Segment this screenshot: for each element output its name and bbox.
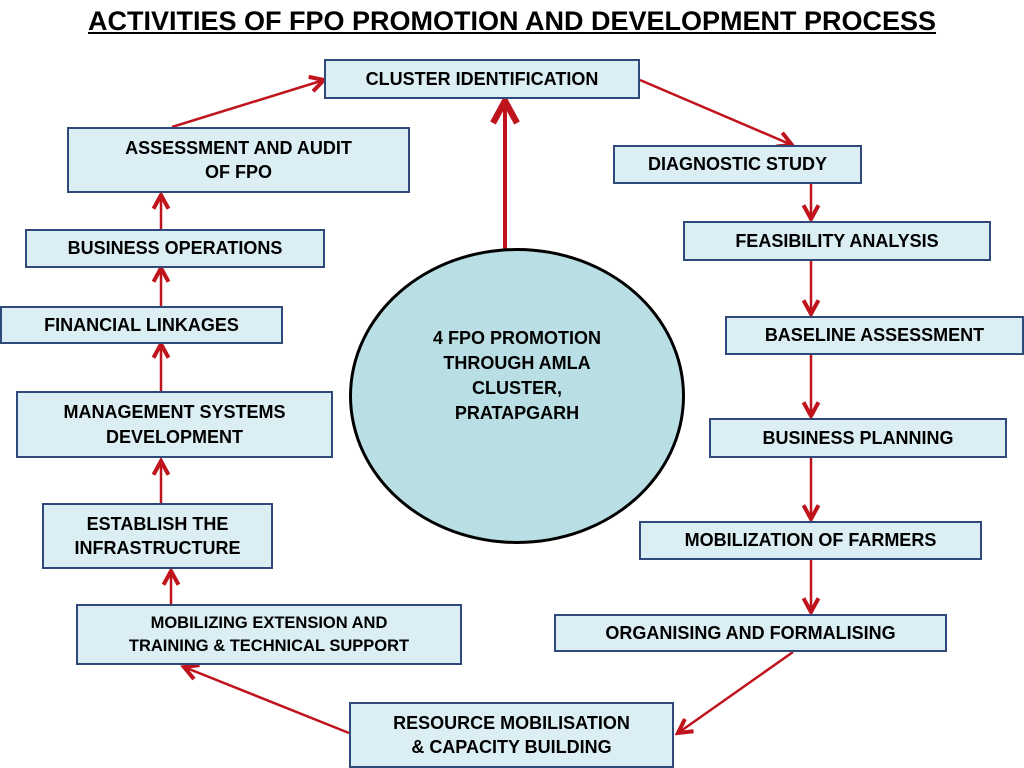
cluster-identification-label: CLUSTER IDENTIFICATION — [365, 68, 599, 89]
box-resource-mobilisation: RESOURCE MOBILISATION & CAPACITY BUILDIN… — [349, 702, 674, 768]
mobilizing-extension-label: MOBILIZING EXTENSION AND TRAINING & TECH… — [128, 614, 410, 655]
assessment-audit-label: ASSESSMENT AND AUDIT OF FPO — [125, 137, 352, 182]
box-organising-and-formalising: ORGANISING AND FORMALISING — [554, 614, 947, 652]
box-business-planning: BUSINESS PLANNING — [709, 418, 1007, 458]
arrow-cluster-to-diagnostic — [639, 78, 792, 145]
arrow-organising-to-resource — [678, 650, 794, 733]
establish-infrastructure-label: ESTABLISH THE INFRASTRUCTURE — [74, 513, 241, 558]
box-feasibility-analysis: FEASIBILITY ANALYSIS — [683, 221, 991, 261]
center-label: 4 FPO PROMOTION THROUGH AMLA CLUSTER, PR… — [432, 327, 601, 424]
diagnostic-study-label: DIAGNOSTIC STUDY — [647, 154, 827, 175]
organising-and-formalising-label: ORGANISING AND FORMALISING — [605, 622, 896, 643]
business-operations-label: BUSINESS OPERATIONS — [67, 238, 283, 259]
box-cluster-identification: CLUSTER IDENTIFICATION — [324, 59, 640, 99]
business-planning-label: BUSINESS PLANNING — [762, 427, 954, 448]
baseline-assessment-label: BASELINE ASSESSMENT — [764, 325, 985, 346]
box-mobilizing-extension: MOBILIZING EXTENSION AND TRAINING & TECH… — [76, 604, 462, 665]
box-management-systems: MANAGEMENT SYSTEMS DEVELOPMENT — [16, 391, 333, 458]
center-circle: 4 FPO PROMOTION THROUGH AMLA CLUSTER, PR… — [349, 248, 685, 544]
box-financial-linkages: FINANCIAL LINKAGES — [0, 306, 283, 344]
arrow-resource-to-extension — [184, 667, 350, 735]
page-title: ACTIVITIES OF FPO PROMOTION AND DEVELOPM… — [87, 6, 937, 36]
financial-linkages-label: FINANCIAL LINKAGES — [44, 314, 239, 335]
box-diagnostic-study: DIAGNOSTIC STUDY — [613, 145, 862, 184]
management-systems-label: MANAGEMENT SYSTEMS DEVELOPMENT — [63, 402, 286, 447]
arrow-assessment-to-cluster — [171, 80, 324, 129]
box-establish-infrastructure: ESTABLISH THE INFRASTRUCTURE — [42, 503, 273, 569]
mobilization-of-farmers-label: MOBILIZATION OF FARMERS — [684, 530, 937, 551]
box-baseline-assessment: BASELINE ASSESSMENT — [725, 316, 1024, 355]
feasibility-analysis-label: FEASIBILITY ANALYSIS — [735, 230, 939, 251]
box-business-operations: BUSINESS OPERATIONS — [25, 229, 325, 268]
box-mobilization-of-farmers: MOBILIZATION OF FARMERS — [639, 521, 982, 560]
box-assessment-audit: ASSESSMENT AND AUDIT OF FPO — [67, 127, 410, 193]
resource-mobilisation-label: RESOURCE MOBILISATION & CAPACITY BUILDIN… — [393, 712, 630, 757]
